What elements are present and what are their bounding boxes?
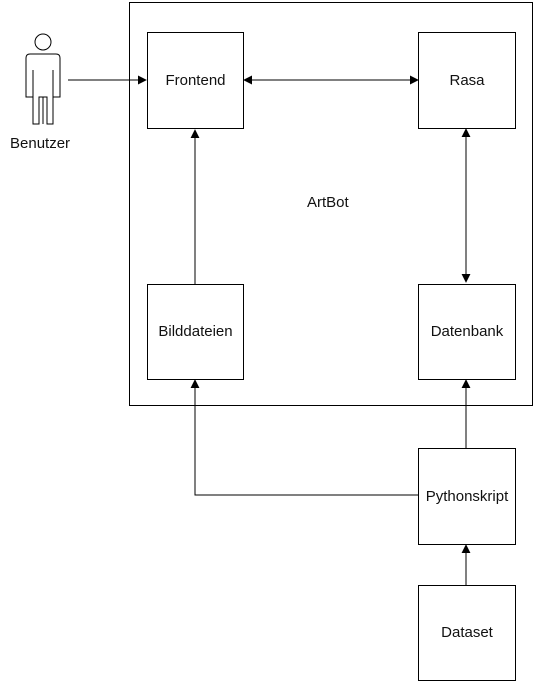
node-rasa[interactable]: Rasa <box>418 32 516 129</box>
edge-pythonskript-bilddateien <box>190 379 418 496</box>
node-bilddateien[interactable]: Bilddateien <box>147 284 244 380</box>
node-pythonskript[interactable]: Pythonskript <box>418 448 516 545</box>
node-datenbank[interactable]: Datenbank <box>418 284 516 380</box>
node-frontend[interactable]: Frontend <box>147 32 244 129</box>
actor-label: Benutzer <box>10 135 71 152</box>
artbot-container <box>129 2 533 406</box>
node-dataset-label: Dataset <box>441 624 493 641</box>
node-frontend-label: Frontend <box>165 71 226 89</box>
node-dataset[interactable]: Dataset <box>418 585 516 681</box>
container-label: ArtBot <box>307 194 349 211</box>
node-bilddateien-label: Bilddateien <box>158 323 233 340</box>
node-rasa-label: Rasa <box>449 71 485 89</box>
person-icon <box>25 33 61 125</box>
node-pythonskript-label: Pythonskript <box>425 487 509 505</box>
node-datenbank-label: Datenbank <box>430 323 504 340</box>
